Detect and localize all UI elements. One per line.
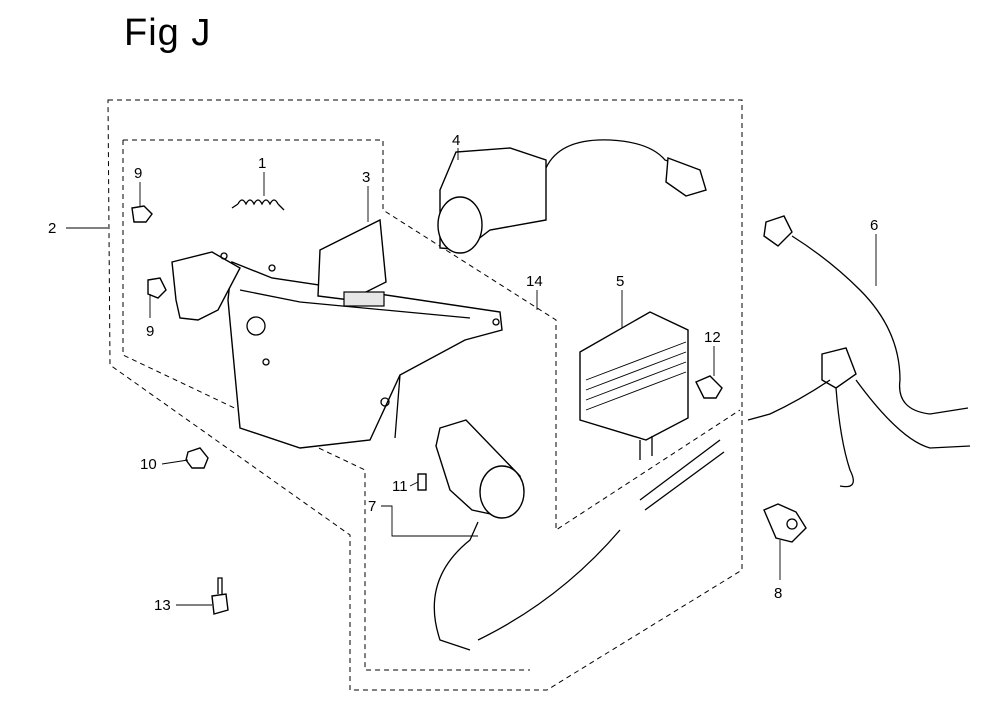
lever-plate — [317, 218, 387, 307]
callout-1: 1 — [258, 155, 266, 172]
flange-bolt-lower — [147, 277, 167, 299]
spring-pin — [417, 473, 427, 491]
callout-10: 10 — [140, 456, 157, 473]
callout-6: 6 — [870, 217, 878, 234]
callout-11: 11 — [392, 478, 408, 495]
hex-nut — [185, 447, 209, 469]
kill-switch — [763, 503, 807, 543]
bracket-group-boundary — [122, 139, 741, 671]
wire-harness — [747, 215, 971, 488]
control-bracket — [171, 251, 503, 449]
voltage-regulator — [579, 311, 689, 460]
callout-leader-lines — [66, 148, 877, 606]
callout-13: 13 — [154, 597, 171, 614]
return-spring — [231, 199, 285, 211]
mounting-bolt — [211, 577, 229, 615]
figure-title: Fig J — [124, 12, 212, 54]
regulator-screw — [695, 375, 723, 399]
callout-9-upper: 9 — [134, 165, 142, 182]
starter-solenoid — [433, 419, 725, 651]
callout-7: 7 — [368, 498, 376, 515]
outer-assembly-boundary — [107, 99, 743, 691]
flange-bolt-upper — [131, 205, 153, 223]
callout-4: 4 — [452, 132, 460, 149]
callout-8: 8 — [774, 585, 782, 602]
ignition-condenser — [437, 139, 707, 254]
callout-12: 12 — [704, 329, 721, 346]
callout-2: 2 — [48, 220, 56, 237]
callout-9-lower: 9 — [146, 323, 154, 340]
callout-3: 3 — [362, 169, 370, 186]
callout-14: 14 — [526, 273, 543, 290]
callout-5: 5 — [616, 273, 624, 290]
